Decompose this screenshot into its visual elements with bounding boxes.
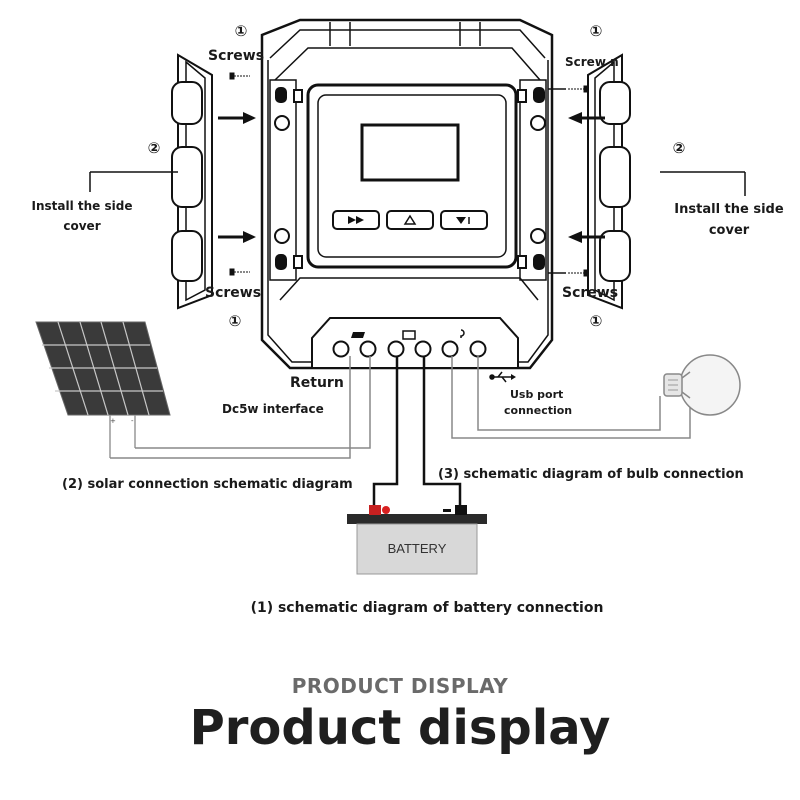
screws-label-bottom-left: Screws (205, 285, 261, 301)
solar-connection-caption: (2) solar connection schematic diagram (62, 477, 353, 492)
battery-wires (372, 356, 462, 510)
solar-panel: + - (35, 321, 171, 458)
usb-label-line2: connection (504, 404, 572, 417)
bulb-connection-caption: (3) schematic diagram of bulb connection (438, 467, 744, 482)
side-cover-label-left-line1: Install the side (32, 199, 133, 213)
svg-text:-: - (131, 417, 134, 425)
usb-icon (489, 371, 516, 383)
footer-title: Product display (189, 700, 611, 756)
step-number-bottom-left: ① (229, 312, 242, 330)
up-button (386, 210, 434, 230)
battery (347, 505, 487, 575)
svg-text:+: + (110, 417, 116, 425)
side-cover-label-right-line1: Install the side (674, 202, 784, 217)
mode-button (332, 210, 380, 230)
footer-subtitle: PRODUCT DISPLAY (291, 674, 509, 698)
bulb-terminal-icon (460, 329, 465, 338)
side-cover-label-left-line2: cover (63, 219, 100, 233)
screws-label-bottom-right: Screws (562, 285, 618, 301)
step-number-top-left: ① (235, 22, 248, 40)
insert-arrows (218, 112, 605, 243)
front-panel (306, 83, 518, 269)
lcd-screen (360, 123, 460, 182)
step-number-side-right: ② (673, 139, 686, 157)
screws-label-top-left: Screws (208, 48, 264, 64)
down-button (440, 210, 488, 230)
screw-icons (229, 72, 589, 277)
battery-terminal-icon (402, 330, 416, 340)
step-number-side-left: ② (148, 139, 161, 157)
solar-terminal-icon (351, 332, 365, 338)
screw-label-top-right: Screw n (565, 55, 619, 69)
controller-body (260, 18, 554, 370)
mounting-holes (269, 79, 547, 281)
terminal-block (311, 317, 519, 369)
step-number-top-right: ① (590, 22, 603, 40)
step-number-bottom-right: ① (590, 312, 603, 330)
wires (110, 356, 691, 459)
top-ribs (329, 22, 481, 46)
usb-label-line1: Usb port (510, 388, 563, 401)
bulb (663, 354, 741, 416)
side-cover-leaders (89, 171, 746, 196)
dc5w-interface-label: Dc5w interface (222, 402, 324, 416)
right-side-cover (587, 53, 631, 310)
left-side-cover (171, 53, 213, 310)
side-cover-label-right-line2: cover (709, 223, 750, 238)
return-label: Return (290, 375, 344, 391)
battery-connection-caption: (1) schematic diagram of battery connect… (251, 600, 604, 616)
battery-label: BATTERY (388, 541, 447, 556)
